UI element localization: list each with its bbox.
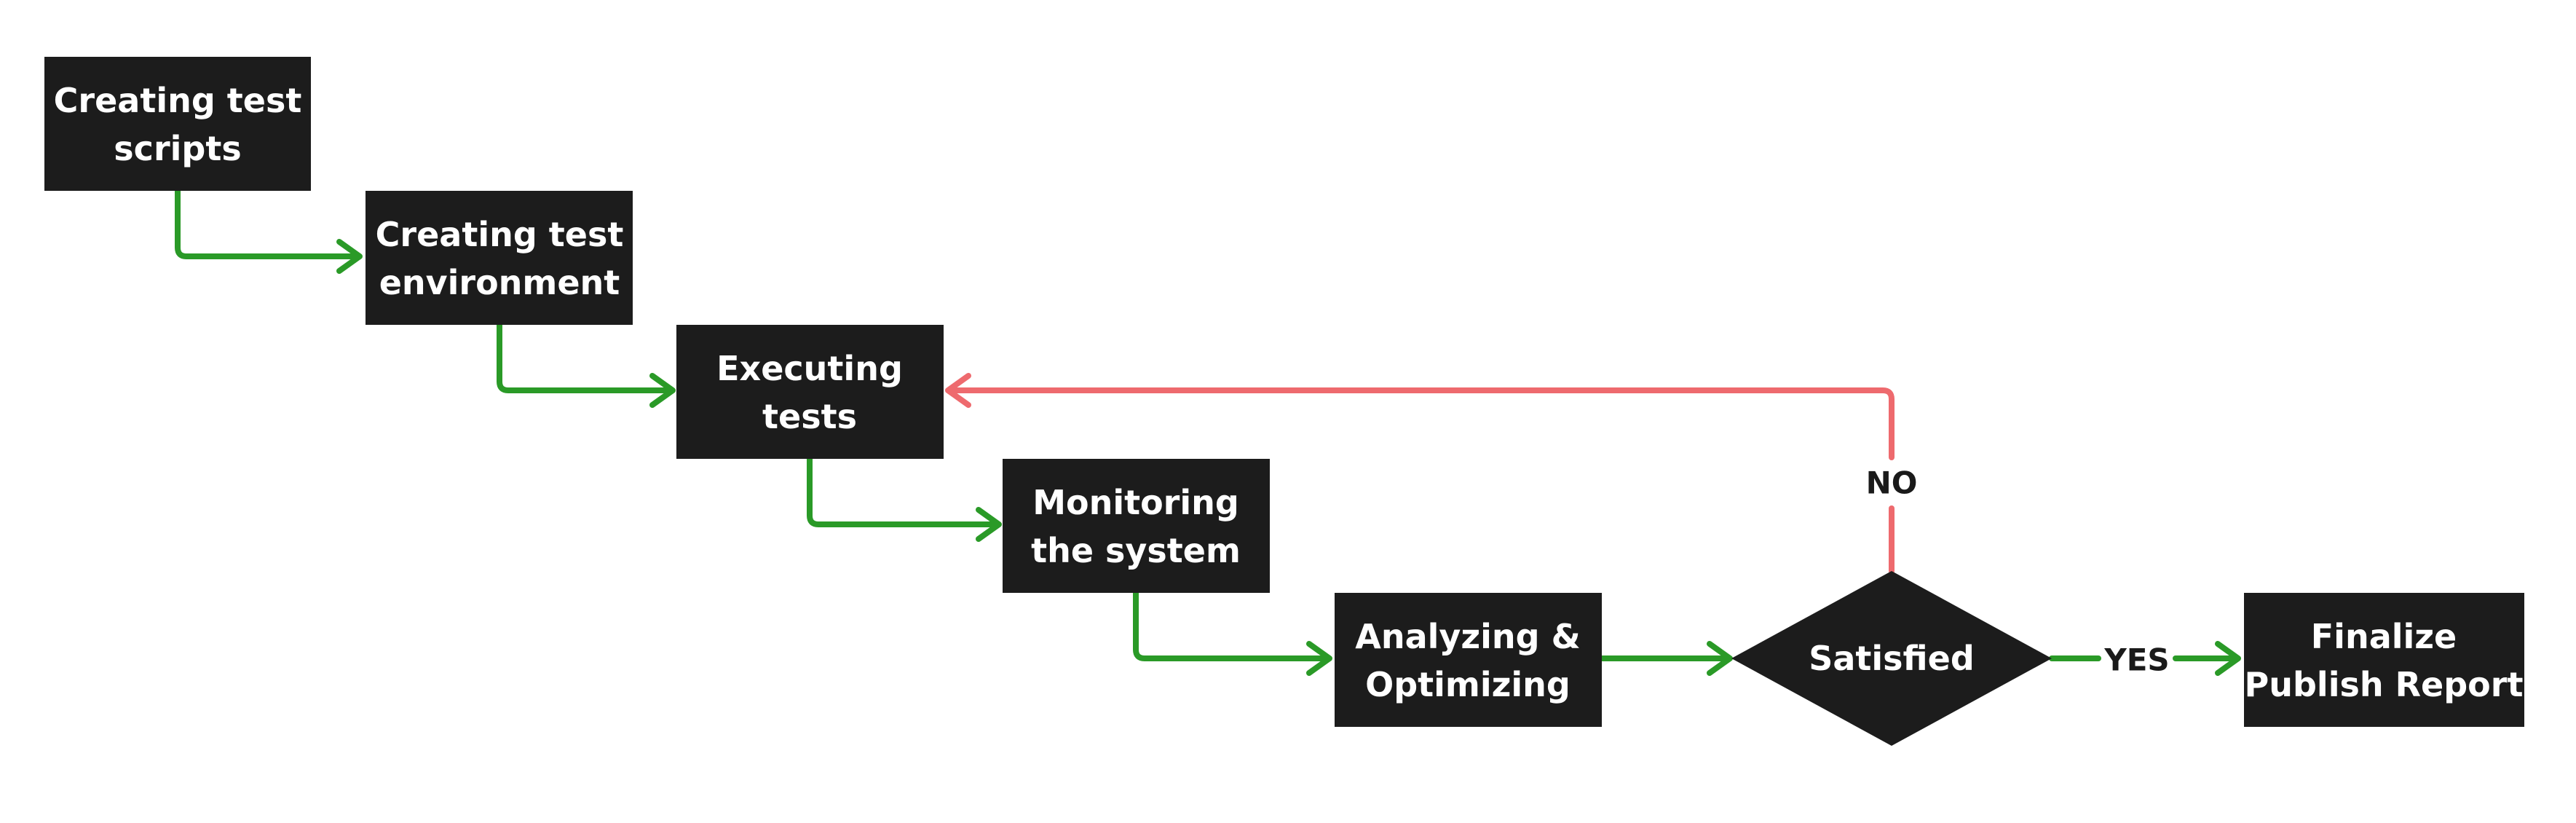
node-creating-test-scripts[interactable]: Creating test scripts [44,57,311,191]
arrowhead-analyzing [1306,641,1332,676]
node-monitoring-the-system[interactable]: Monitoring the system [1003,459,1270,593]
edge-label-no: NO [1866,465,1918,501]
node-executing-tests[interactable]: Executing tests [676,325,944,459]
decision-satisfied[interactable]: Satisfied [1731,571,2052,746]
arrowhead-monitoring [976,507,1002,542]
arrowhead-executing [649,373,676,408]
node-creating-test-environment[interactable]: Creating test environment [366,191,633,325]
node-environment-line2: environment [379,263,620,302]
arrowhead-loop-executing [945,373,971,408]
node-scripts-line2: scripts [114,129,241,168]
arrow-monitoring-to-analyzing [1133,590,1330,661]
decision-satisfied-label: Satisfied [1809,639,1975,678]
flow-connectors [175,188,2241,676]
arrowhead-satisfied [1707,641,1733,676]
arrow-scripts-to-environment [175,188,360,259]
node-finalize-line2: Publish Report [2245,665,2524,704]
loop-connector [945,373,1895,574]
node-environment-line1: Creating test [376,215,624,254]
arrowhead-environment [336,239,363,274]
node-scripts-line1: Creating test [54,81,302,120]
node-monitoring-line1: Monitoring [1032,483,1239,522]
arrow-environment-to-executing [497,322,673,393]
node-analyzing-line1: Analyzing & [1355,617,1581,656]
node-analyzing-optimizing[interactable]: Analyzing & Optimizing [1335,593,1602,727]
node-finalize-publish-report[interactable]: Finalize Publish Report [2244,593,2524,727]
edge-label-yes: YES [2103,642,2169,678]
arrowhead-finalize [2215,641,2241,676]
node-monitoring-line2: the system [1031,531,1241,570]
node-finalize-line1: Finalize [2311,617,2457,656]
node-executing-line2: tests [762,397,857,436]
node-analyzing-line2: Optimizing [1365,665,1571,704]
arrow-executing-to-monitoring [807,456,999,527]
node-executing-line1: Executing [716,349,903,388]
arrow-no-part2 [948,387,1895,460]
